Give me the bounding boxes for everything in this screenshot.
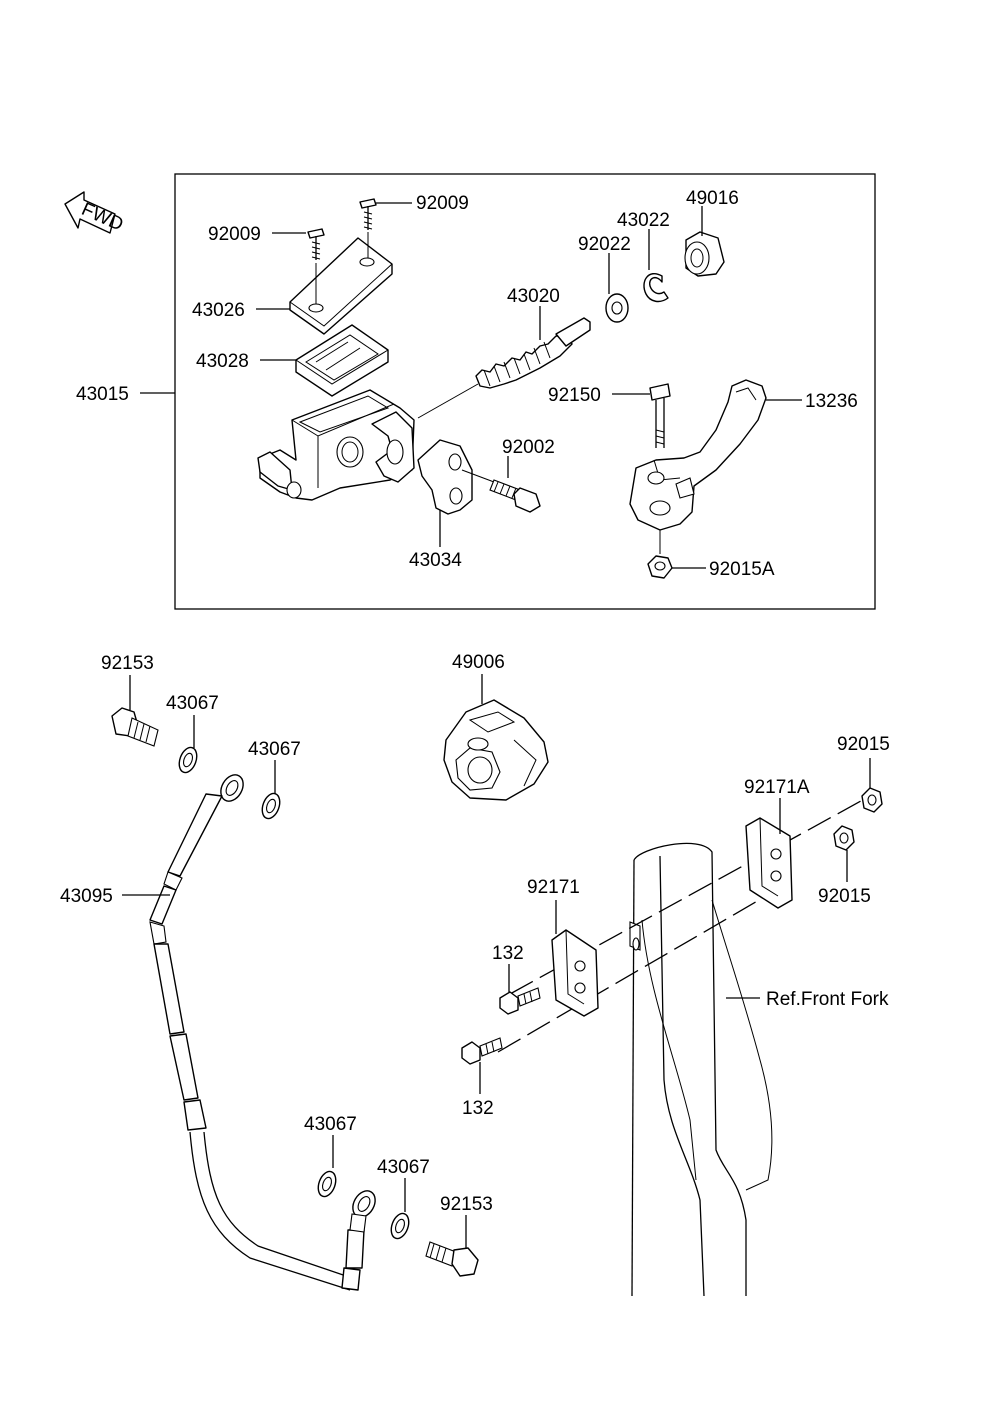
label-43095: 43095	[60, 886, 113, 907]
master-cylinder-assembly-frame	[174, 173, 876, 610]
brake-hose-43095	[149, 774, 376, 1291]
clamp-43034	[417, 439, 473, 515]
label-43067-d: 43067	[377, 1157, 430, 1178]
label-49006: 49006	[452, 652, 505, 673]
banjo-bolt-92153-bottom	[425, 1241, 479, 1277]
nut-92015-top	[861, 787, 883, 813]
fwd-text: FWD	[78, 199, 126, 236]
label-43067-b: 43067	[248, 739, 301, 760]
washer-92022	[605, 293, 629, 323]
circlip-43022	[643, 273, 669, 303]
screw-92009-right	[359, 198, 377, 230]
label-92153-top: 92153	[101, 653, 154, 674]
banjo-bolt-92153-top	[111, 707, 159, 747]
label-92015A: 92015A	[709, 559, 775, 580]
front-fork	[629, 842, 773, 1297]
label-92015-top: 92015	[837, 734, 890, 755]
label-92009-left: 92009	[208, 224, 261, 245]
label-43022: 43022	[617, 210, 670, 231]
lever-13236	[629, 379, 767, 531]
washer-43067-d	[390, 1212, 410, 1240]
bracket-92171A	[745, 817, 793, 909]
fwd-arrow-icon: FWD	[64, 191, 126, 236]
label-ref-front-fork: Ref.Front Fork	[766, 989, 889, 1010]
bracket-92171	[551, 929, 599, 1017]
label-92150: 92150	[548, 385, 601, 406]
label-92015-bottom: 92015	[818, 886, 871, 907]
washer-43067-c	[317, 1170, 337, 1198]
label-43067-c: 43067	[304, 1114, 357, 1135]
piston-43020	[417, 317, 591, 419]
bolt-132-top	[499, 987, 541, 1015]
label-92171: 92171	[527, 877, 580, 898]
label-92171A: 92171A	[744, 777, 810, 798]
label-43067-a: 43067	[166, 693, 219, 714]
washer-43067-a	[178, 746, 198, 774]
label-13236: 13236	[805, 391, 858, 412]
screw-92009-left	[307, 228, 325, 260]
label-132-bottom: 132	[462, 1098, 494, 1119]
label-43028: 43028	[196, 351, 249, 372]
label-43020: 43020	[507, 286, 560, 307]
label-92009-right: 92009	[416, 193, 469, 214]
boot-49016	[684, 231, 725, 277]
label-43015: 43015	[76, 384, 129, 405]
diaphragm-43028	[295, 324, 389, 397]
bolt-132-bottom	[461, 1037, 503, 1065]
nut-92015-bottom	[833, 825, 855, 851]
label-92153-bottom: 92153	[440, 1194, 493, 1215]
cover-49006	[443, 699, 549, 801]
washer-43067-b	[261, 792, 281, 820]
reservoir-cap-43026	[289, 237, 393, 335]
nut-92015A	[647, 530, 673, 579]
label-49016: 49016	[686, 188, 739, 209]
pivot-bolt-92150	[649, 383, 671, 448]
label-43034: 43034	[409, 550, 462, 571]
bolt-92002	[489, 479, 541, 513]
label-92002: 92002	[502, 437, 555, 458]
label-43026: 43026	[192, 300, 245, 321]
master-cylinder-body	[257, 389, 415, 501]
label-132-top: 132	[492, 943, 524, 964]
label-92022: 92022	[578, 234, 631, 255]
